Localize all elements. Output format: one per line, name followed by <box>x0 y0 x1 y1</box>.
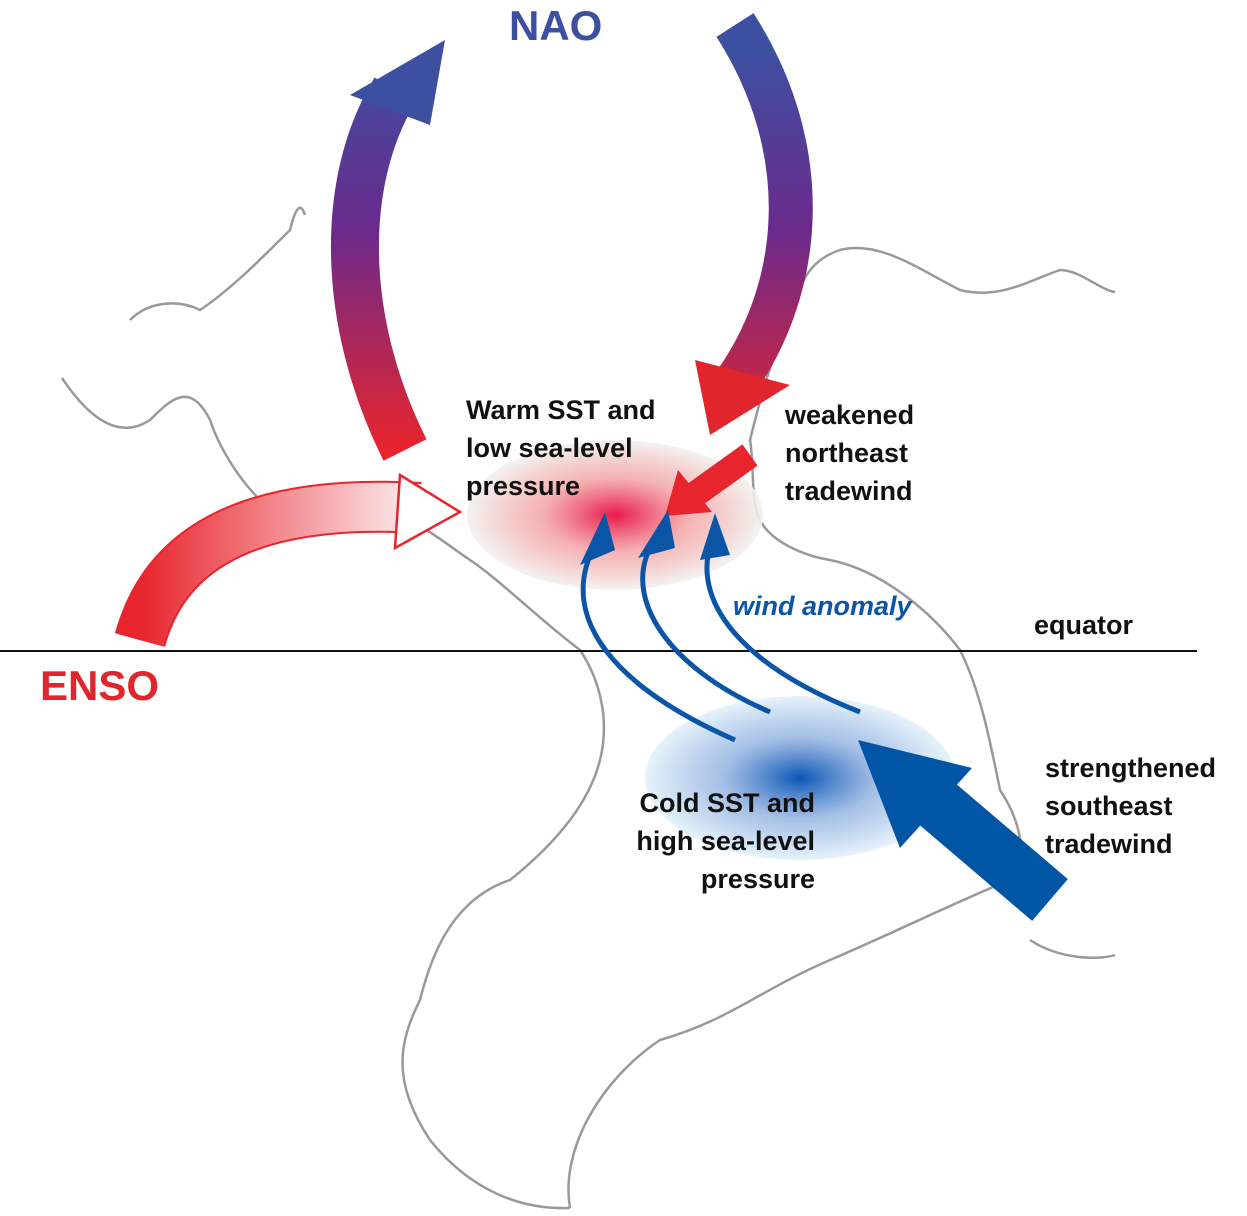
warm-low-pressure-area <box>467 440 763 590</box>
cold-sst-label: Cold SST and high sea-level pressure <box>636 788 815 894</box>
wind-anomaly-arrows <box>580 538 861 743</box>
enso-label: ENSO <box>40 662 160 709</box>
strengthened-tradewind-label: strengthened southeast tradewind <box>1045 753 1217 859</box>
weakened-tradewind-arrow <box>665 444 758 516</box>
nao-circulation-arrows <box>331 13 813 461</box>
strengthened-tradewind-arrow <box>858 740 1068 921</box>
nao-label: NAO <box>509 2 603 49</box>
weakened-tradewind-label: weakened northeast tradewind <box>785 400 915 506</box>
coastlines <box>60 206 1116 1210</box>
enso-arrow <box>114 472 463 648</box>
warm-sst-label: Warm SST and low sea-level pressure <box>466 395 656 501</box>
equator-label: equator <box>1034 610 1134 640</box>
wind-anomaly-label: wind anomaly <box>733 591 912 621</box>
